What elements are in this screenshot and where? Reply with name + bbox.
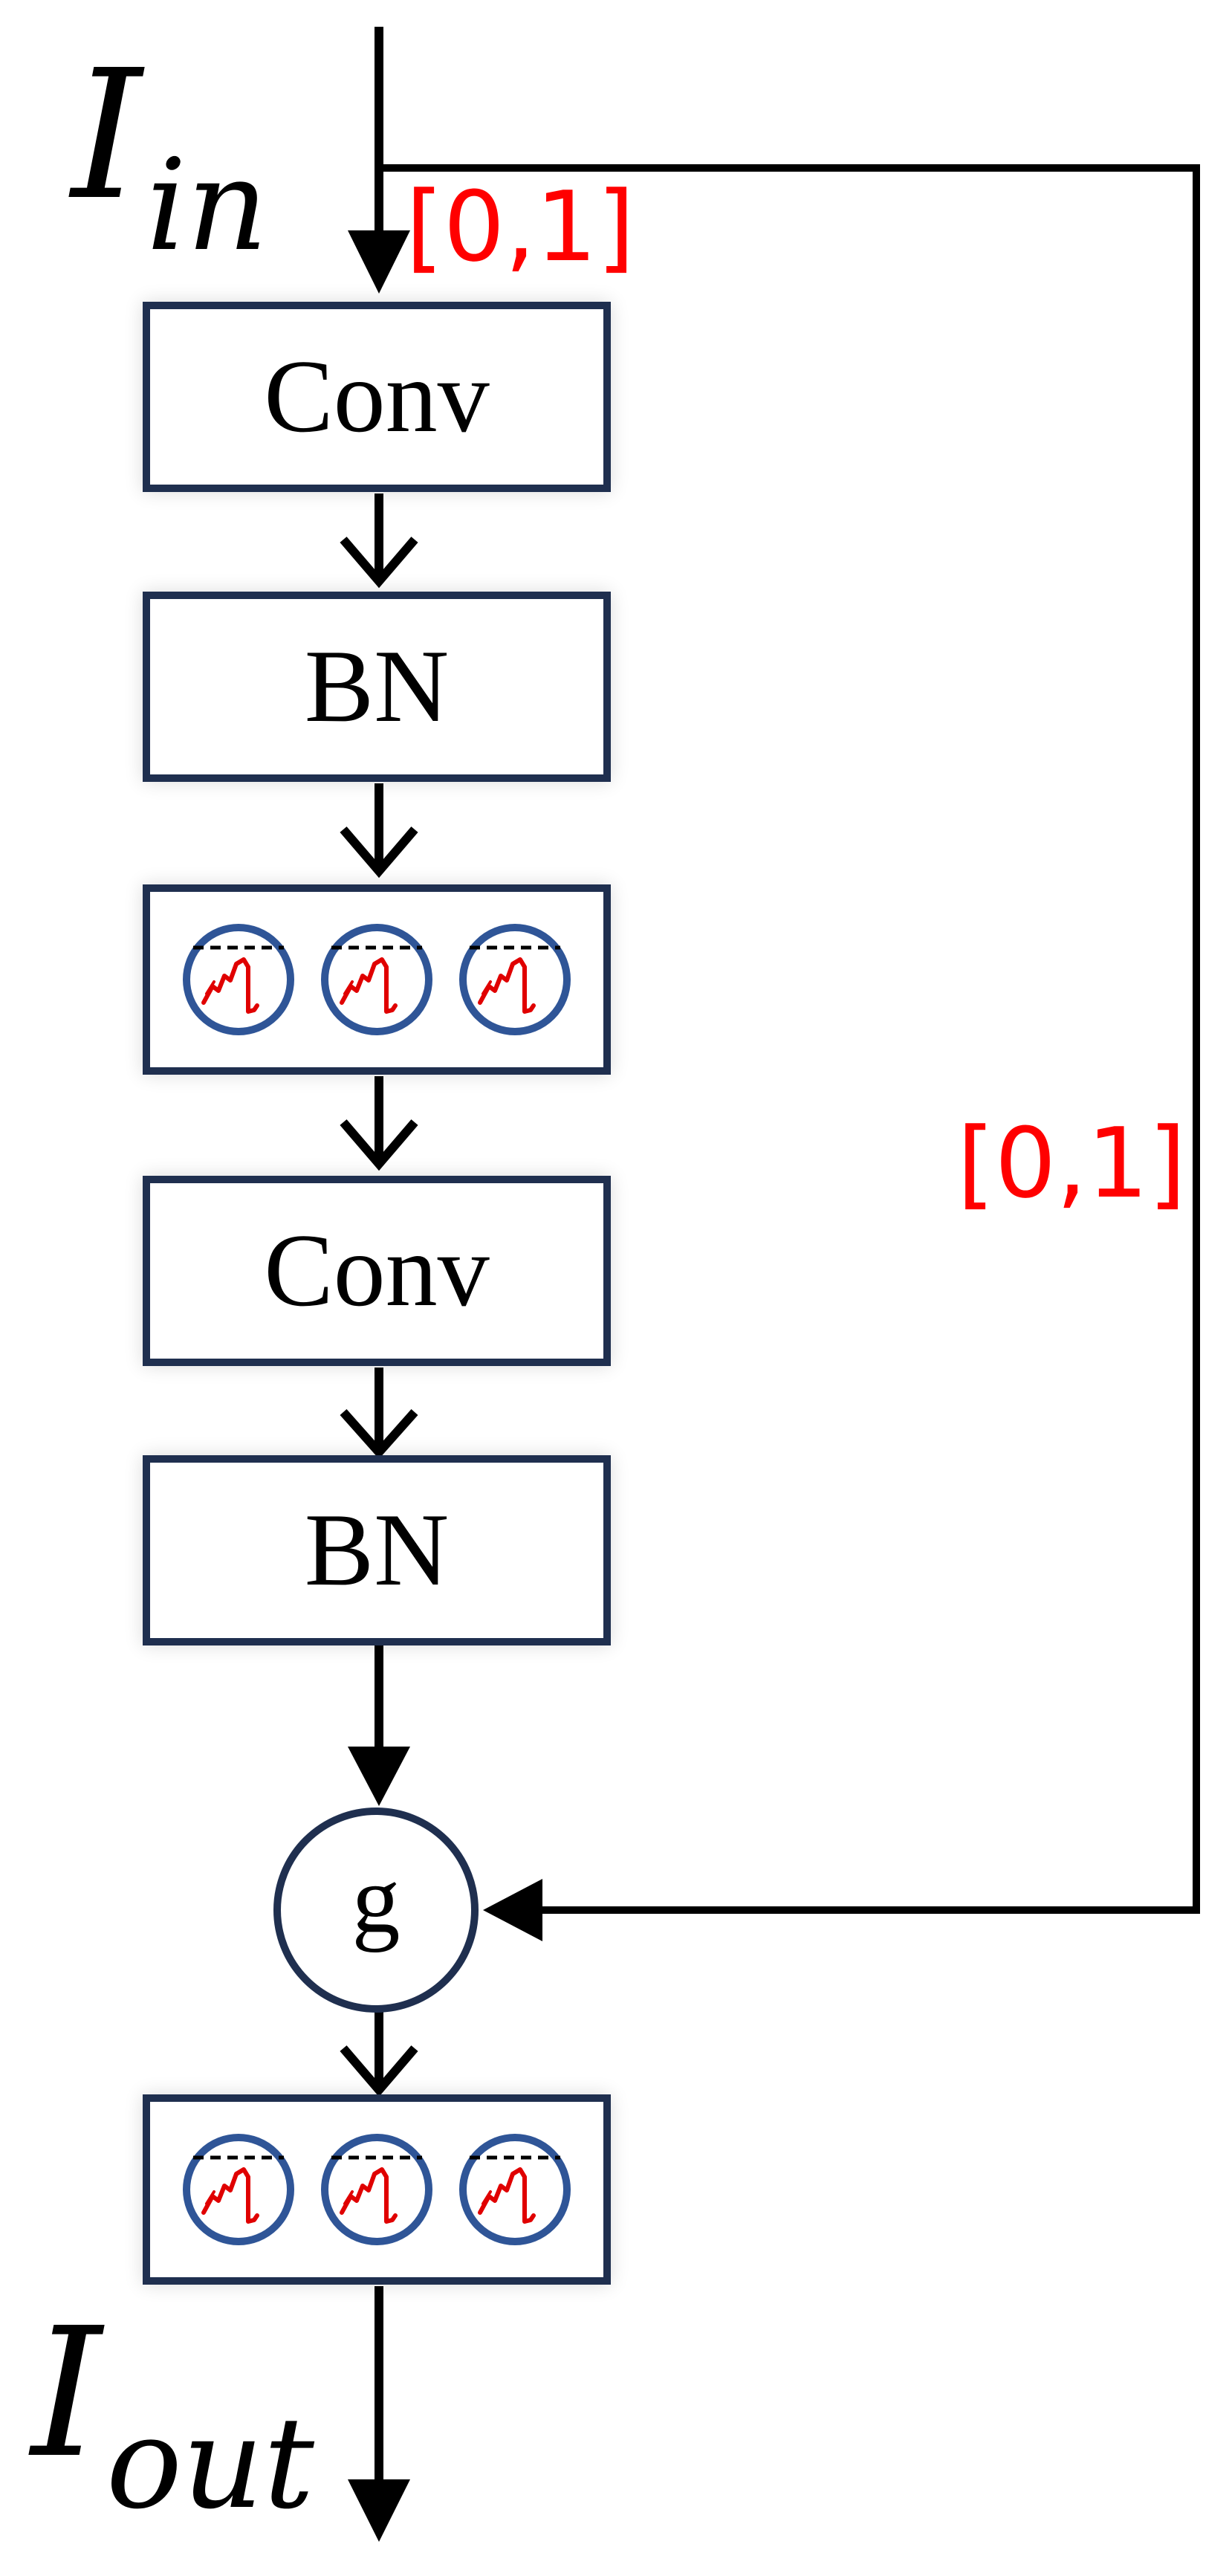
bn-label: BN — [304, 629, 450, 744]
input-symbol: I — [71, 31, 142, 239]
gate-node[interactable]: g — [273, 1808, 479, 2013]
activation-curve-icon — [320, 922, 434, 1037]
activation-curve-icon — [458, 2132, 572, 2247]
activation-curve-icon — [181, 2132, 296, 2247]
input-arrowhead — [348, 230, 410, 294]
arrow-down-icon — [340, 1076, 418, 1171]
output-subscript: out — [106, 2390, 314, 2537]
input-range-label: [0,1] — [406, 170, 635, 283]
bn-block-1[interactable]: BN — [143, 592, 611, 782]
activation-curve-icon — [181, 922, 296, 1037]
arrow-down-icon — [340, 493, 418, 589]
arrow-down-icon — [340, 2011, 418, 2097]
output-symbol: I — [31, 2289, 102, 2497]
input-label: Iin — [71, 46, 268, 269]
arrow-down-icon — [340, 783, 418, 878]
arrow-down-icon — [340, 1368, 418, 1460]
output-label: Iout — [31, 2304, 314, 2527]
conv-label: Conv — [264, 1213, 490, 1328]
gate-label: g — [351, 1846, 401, 1953]
activation-curve-icon — [320, 2132, 434, 2247]
skip-arrowhead — [483, 1879, 542, 1941]
gate-arrowhead — [348, 1747, 410, 1806]
input-subscript: in — [146, 132, 268, 279]
conv-block-1[interactable]: Conv — [143, 302, 611, 492]
skip-connection-line — [379, 164, 1200, 1914]
activation-block-1[interactable] — [143, 884, 611, 1075]
bn-block-2[interactable]: BN — [143, 1455, 611, 1645]
output-arrowhead — [348, 2479, 410, 2542]
conv-label: Conv — [264, 339, 490, 454]
activation-block-2[interactable] — [143, 2094, 611, 2285]
activation-curve-icon — [458, 922, 572, 1037]
bn-label: BN — [304, 1492, 450, 1608]
skip-range-label: [0,1] — [957, 1107, 1187, 1220]
conv-block-2[interactable]: Conv — [143, 1176, 611, 1366]
